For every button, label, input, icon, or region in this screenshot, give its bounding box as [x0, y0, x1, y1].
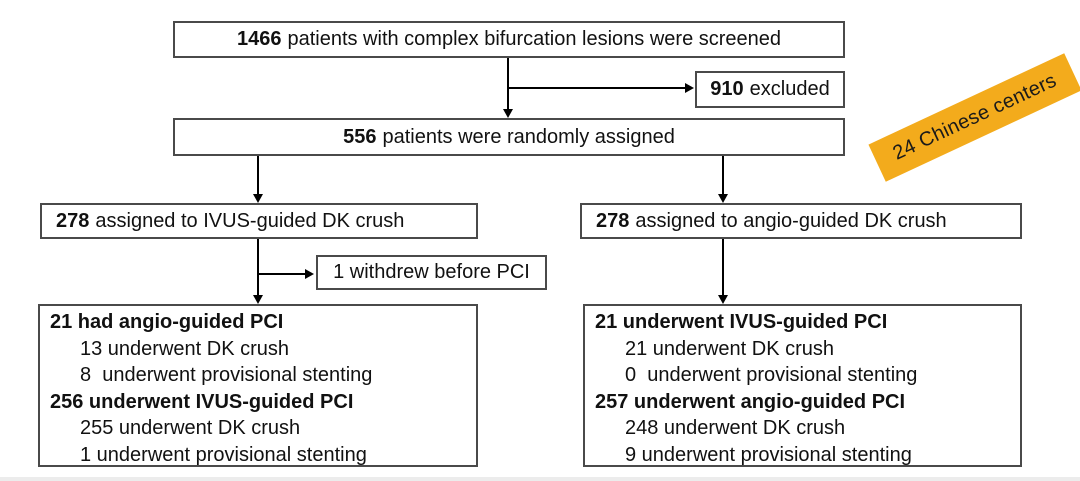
outcome-item: 248 underwent DK crush [625, 417, 846, 439]
ivus-assigned-label: assigned to IVUS-guided DK crush [95, 209, 405, 232]
connector-randomized-to-angio [722, 156, 724, 195]
chinese-centers-label: 24 Chinese centers [889, 69, 1060, 165]
connector-ivus-to-outcome [257, 239, 259, 296]
outcome-item: 255 underwent DK crush [80, 417, 301, 439]
connector-angio-to-outcome [722, 239, 724, 296]
screened-box: 1466 patients with complex bifurcation l… [173, 21, 845, 58]
outcome-item: 13 underwent DK crush [80, 337, 290, 360]
excluded-box: 910 excluded [695, 71, 845, 108]
angio-assigned-label: assigned to angio-guided DK crush [635, 209, 947, 232]
arrowhead-to-withdrew [305, 269, 314, 279]
ivus-outcome-box: 21 had angio-guided PCI 13 underwent DK … [38, 304, 478, 467]
randomized-label: patients were randomly assigned [382, 125, 675, 148]
connector-randomized-to-ivus [257, 156, 259, 195]
excluded-count: 910 [710, 78, 744, 100]
outcome-group-header: 21 had angio-guided PCI [50, 311, 284, 333]
connector-to-withdrew [258, 273, 306, 275]
withdrew-label: 1 withdrew before PCI [333, 261, 530, 283]
outcome-item: 1 underwent provisional stenting [80, 443, 367, 466]
outcome-group-header: 256 underwent IVUS-guided PCI [50, 390, 354, 413]
arrowhead-to-angio-assign [718, 194, 728, 203]
excluded-label: excluded [749, 78, 830, 100]
arrowhead-to-angio-outcome [718, 295, 728, 304]
randomized-count: 556 [343, 125, 377, 148]
outcome-group-header: 257 underwent angio-guided PCI [595, 390, 906, 413]
arrowhead-to-ivus-outcome [253, 295, 263, 304]
outcome-item: 0 underwent provisional stenting [625, 364, 918, 386]
withdrew-box: 1 withdrew before PCI [316, 255, 547, 290]
arrowhead-to-randomized [503, 109, 513, 118]
angio-outcome-box: 21 underwent IVUS-guided PCI 21 underwen… [583, 304, 1022, 467]
outcome-item: 21 underwent DK crush [625, 337, 835, 360]
randomized-box: 556 patients were randomly assigned [173, 118, 845, 156]
ivus-assigned-count: 278 [56, 209, 90, 232]
outcome-group-header: 21 underwent IVUS-guided PCI [595, 311, 888, 333]
screened-label: patients with complex bifurcation lesion… [287, 28, 782, 50]
outcome-item: 8 underwent provisional stenting [80, 364, 373, 386]
connector-screened-to-randomized [507, 58, 509, 111]
angio-assigned-count: 278 [596, 209, 630, 232]
ivus-assigned-box: 278 assigned to IVUS-guided DK crush [40, 203, 478, 239]
chinese-centers-banner: 24 Chinese centers [868, 53, 1080, 182]
connector-to-excluded [508, 87, 685, 89]
screened-count: 1466 [236, 28, 282, 50]
arrowhead-to-excluded [685, 83, 694, 93]
outcome-item: 9 underwent provisional stenting [625, 443, 912, 466]
angio-assigned-box: 278 assigned to angio-guided DK crush [580, 203, 1022, 239]
cropped-caption-artifact [0, 477, 1080, 481]
arrowhead-to-ivus-assign [253, 194, 263, 203]
